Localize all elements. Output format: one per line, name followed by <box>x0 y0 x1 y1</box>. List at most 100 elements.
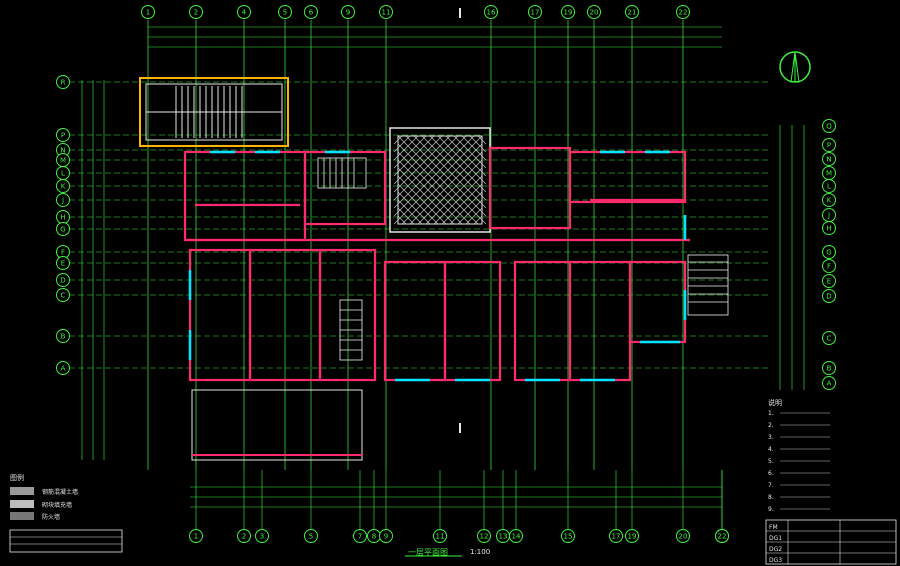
axis-label: B <box>61 333 66 341</box>
axis-label: 22 <box>718 533 727 541</box>
axis-bubble: H <box>56 210 70 224</box>
axis-bubble: 7 <box>353 529 367 543</box>
axis-bubble: 19 <box>561 5 575 19</box>
legend-heading: 图例 <box>10 473 24 482</box>
axis-bubble: 22 <box>676 5 690 19</box>
axis-label: 5 <box>309 533 313 541</box>
axis-bubble: 17 <box>528 5 542 19</box>
axis-label: 8 <box>372 533 376 541</box>
axis-bubble: P <box>822 138 836 152</box>
notes-heading: 说明 <box>768 398 782 407</box>
axis-label: P <box>827 142 831 150</box>
axis-label: 22 <box>679 9 688 17</box>
axis-bubble: D <box>56 273 70 287</box>
axis-bubble: H <box>822 221 836 235</box>
legend-item: 钢筋混凝土墙 <box>42 488 78 496</box>
axis-bubble: F <box>822 259 836 273</box>
axis-bubble: 15 <box>561 529 575 543</box>
axis-bubble: Q <box>822 119 836 133</box>
note-line: 9. <box>768 506 774 513</box>
windows <box>188 150 687 382</box>
axis-bubble: 2 <box>189 5 203 19</box>
notes: 说明 1.2.3.4.5.6.7.8.9. <box>768 398 830 513</box>
axis-label: A <box>827 380 832 388</box>
legend: 图例 钢筋混凝土墙 砌块填充墙 防火墙 <box>9 473 123 553</box>
axis-bubble: G <box>822 245 836 259</box>
door-table: FM DG1 DG2 DG3 <box>765 519 897 565</box>
axis-label: F <box>827 263 831 271</box>
axis-label: C <box>827 335 832 343</box>
axis-label: 19 <box>628 533 637 541</box>
axis-label: J <box>61 197 64 205</box>
axis-bubble: C <box>822 331 836 345</box>
axis-bubble: 1 <box>189 529 203 543</box>
axis-bubble: 1 <box>141 5 155 19</box>
axis-bubble: 3 <box>255 529 269 543</box>
door-code: DG2 <box>769 546 782 553</box>
grid-lines-horizontal <box>60 81 770 369</box>
axis-bubble: 9 <box>341 5 355 19</box>
drawing-title: 一层平面图 <box>408 548 448 557</box>
axis-label: 20 <box>590 9 599 17</box>
axis-label: K <box>827 197 832 205</box>
axis-bubble: 13 <box>496 529 510 543</box>
note-line: 5. <box>768 458 774 465</box>
door-code: DG1 <box>769 535 782 542</box>
axis-bubble: 21 <box>625 5 639 19</box>
axis-label: 2 <box>242 533 246 541</box>
axis-label: 15 <box>564 533 573 541</box>
grid-lines-vertical <box>147 20 723 530</box>
axis-label: K <box>61 183 66 191</box>
axis-bubble: 6 <box>304 5 318 19</box>
door-code: FM <box>769 524 778 531</box>
axis-bubble: 12 <box>477 529 491 543</box>
axis-label: 1 <box>194 533 198 541</box>
note-line: 8. <box>768 494 774 501</box>
axis-label: 11 <box>436 533 445 541</box>
axis-label: 2 <box>194 9 198 17</box>
axis-label: H <box>826 225 831 233</box>
axis-bubble: M <box>56 153 70 167</box>
note-line: 6. <box>768 470 774 477</box>
axis-label: F <box>61 249 65 257</box>
axis-label: N <box>60 147 65 155</box>
axis-bubble: K <box>56 179 70 193</box>
axis-bubble: M <box>822 166 836 180</box>
axis-label: B <box>827 365 832 373</box>
axis-label: 13 <box>499 533 508 541</box>
axis-bubble: R <box>56 75 70 89</box>
axis-bubble: J <box>56 193 70 207</box>
axis-bubble: 5 <box>278 5 292 19</box>
axis-label: 5 <box>283 9 287 17</box>
axis-bubble: 22 <box>715 529 729 543</box>
axis-bubble: K <box>822 193 836 207</box>
note-line: 4. <box>768 446 774 453</box>
axis-label: J <box>827 212 830 220</box>
axis-bubble: 17 <box>609 529 623 543</box>
axis-bubble: 19 <box>625 529 639 543</box>
axis-bubble: 20 <box>587 5 601 19</box>
axis-label: E <box>61 260 65 268</box>
axis-bubble: B <box>56 329 70 343</box>
axis-label: 4 <box>242 9 247 17</box>
axis-bubble: 9 <box>379 529 393 543</box>
axis-bubble: N <box>822 152 836 166</box>
axis-label: G <box>826 249 831 257</box>
dimension-lines <box>81 26 805 508</box>
axis-bubble: 11 <box>379 5 393 19</box>
axis-label: 1 <box>146 9 150 17</box>
axis-label: 16 <box>487 9 496 17</box>
legend-item: 防火墙 <box>42 513 60 521</box>
axis-bubble: F <box>56 245 70 259</box>
note-line: 7. <box>768 482 774 489</box>
axis-bubble: A <box>822 376 836 390</box>
axis-label: H <box>60 214 65 222</box>
axis-bubble: E <box>56 256 70 270</box>
axis-label: 9 <box>346 9 350 17</box>
axis-label: D <box>826 293 831 301</box>
axis-label: E <box>827 278 831 286</box>
axis-label: D <box>60 277 65 285</box>
axis-bubble: B <box>822 361 836 375</box>
